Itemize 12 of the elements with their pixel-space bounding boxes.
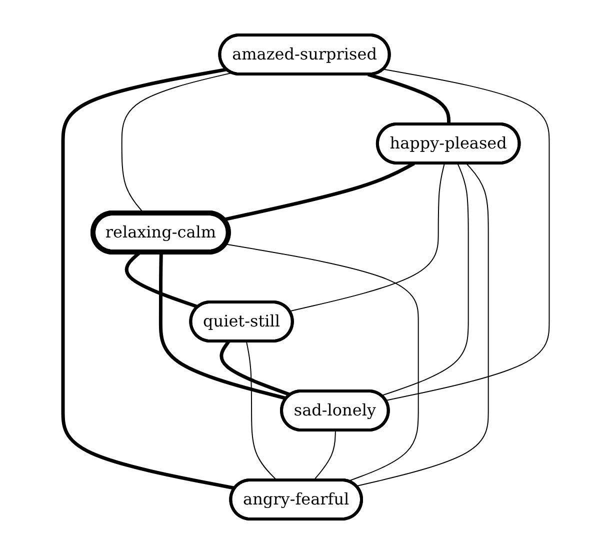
connector bbox=[224, 162, 416, 222]
connector bbox=[225, 244, 420, 482]
connector bbox=[383, 68, 550, 402]
connector bbox=[381, 163, 470, 396]
connector bbox=[314, 430, 336, 481]
connector bbox=[159, 252, 288, 400]
connector bbox=[368, 72, 451, 125]
connector bbox=[356, 163, 490, 487]
connector bbox=[290, 163, 446, 312]
connector bbox=[62, 68, 236, 490]
connector bbox=[246, 341, 278, 481]
connector bbox=[220, 340, 292, 396]
